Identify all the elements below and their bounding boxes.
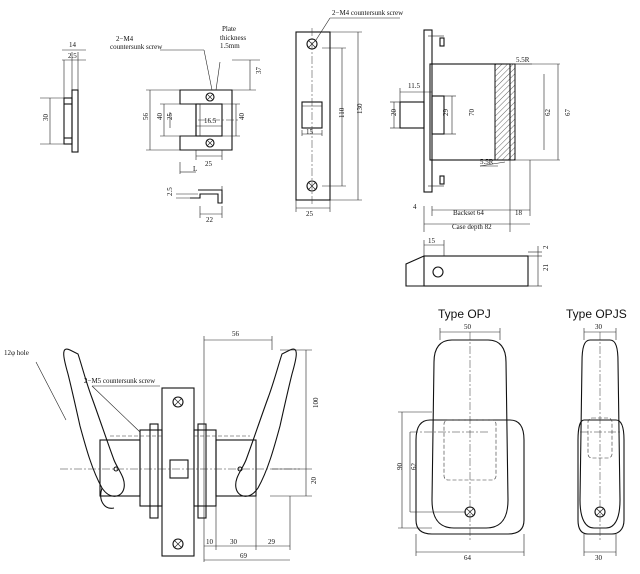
- dim-15-bolt: 15: [428, 237, 436, 245]
- latch-body-section: [390, 29, 560, 232]
- dim-4: 4: [413, 203, 417, 211]
- dim-14: 14: [69, 41, 77, 49]
- m4-screw-note: 2−M4: [116, 35, 134, 43]
- m4-top-note: 2−M4 countersunk screw: [332, 9, 404, 17]
- heading-type-opj: Type OPJ: [438, 307, 491, 321]
- plate-note-1: Plate: [222, 25, 236, 33]
- dim-21: 21: [542, 264, 550, 272]
- dim-20-latch: 20: [390, 109, 398, 117]
- dim-16-5: 16.5: [204, 117, 217, 125]
- dim-10: 10: [206, 538, 214, 546]
- dim-20-lever: 20: [310, 477, 318, 485]
- dim-15-faceplate: 15: [306, 128, 314, 136]
- heading-type-opjs: Type OPJS: [566, 307, 627, 321]
- dim-67: 67: [564, 109, 572, 117]
- dim-40-right: 40: [238, 113, 246, 121]
- backset-label: Backset 64: [453, 209, 484, 217]
- dim-30: 30: [42, 114, 50, 122]
- strike-side-view: [40, 49, 86, 153]
- radius-5-5-top: 5.5R: [516, 56, 530, 64]
- dim-37: 37: [255, 67, 263, 75]
- plate-note-3: 1.5mm: [220, 42, 240, 50]
- dim-50: 50: [464, 323, 472, 331]
- dim-69: 69: [240, 552, 248, 560]
- radius-5-5-bottom: 5.5R: [480, 158, 494, 166]
- dim-29: 29: [442, 109, 450, 117]
- opjs-side-view: [577, 328, 625, 556]
- latch-faceplate: [295, 17, 400, 212]
- dim-25-bottom: 25: [205, 160, 213, 168]
- dim-25: 25: [166, 113, 174, 121]
- dim-25-faceplate: 25: [306, 210, 314, 218]
- dim-L: L: [193, 165, 197, 173]
- m5-screw-note: 2−M5 countersunk screw: [84, 377, 156, 385]
- dim-130: 130: [356, 103, 364, 114]
- latch-bolt-detail: [405, 240, 542, 287]
- dim-56-lever: 56: [232, 330, 240, 338]
- plate-note-2: thickness: [220, 34, 246, 42]
- hole-note: 12φ hole: [4, 349, 29, 357]
- dim-40: 40: [156, 113, 164, 121]
- dim-100: 100: [312, 397, 320, 408]
- strike-plate-front: [146, 49, 260, 174]
- dim-62-opj: 62: [410, 463, 418, 471]
- opj-front-view: [398, 328, 525, 556]
- dim-30-lever: 30: [230, 538, 238, 546]
- dim-2: 2: [542, 245, 550, 249]
- dim-110: 110: [338, 107, 346, 118]
- strike-lip-detail: [176, 186, 223, 218]
- dim-2-5-lip: 2.5: [166, 187, 174, 196]
- dim-30-opjs-bottom: 30: [595, 554, 603, 562]
- dim-64: 64: [464, 554, 472, 562]
- dim-29-lever: 29: [268, 538, 276, 546]
- case-depth-label: Case depth 82: [452, 223, 492, 231]
- countersunk-note: countersunk screw: [110, 43, 163, 51]
- dim-2-5: 2.5: [68, 52, 77, 60]
- lever-assembly: [35, 336, 312, 562]
- dim-11-5: 11.5: [408, 82, 420, 90]
- dim-62: 62: [544, 109, 552, 117]
- dim-22: 22: [206, 216, 214, 224]
- dim-56: 56: [142, 113, 150, 121]
- dim-90: 90: [396, 463, 404, 471]
- dim-30-opjs-top: 30: [595, 323, 603, 331]
- dim-70: 70: [468, 109, 476, 117]
- dim-18: 18: [515, 209, 523, 217]
